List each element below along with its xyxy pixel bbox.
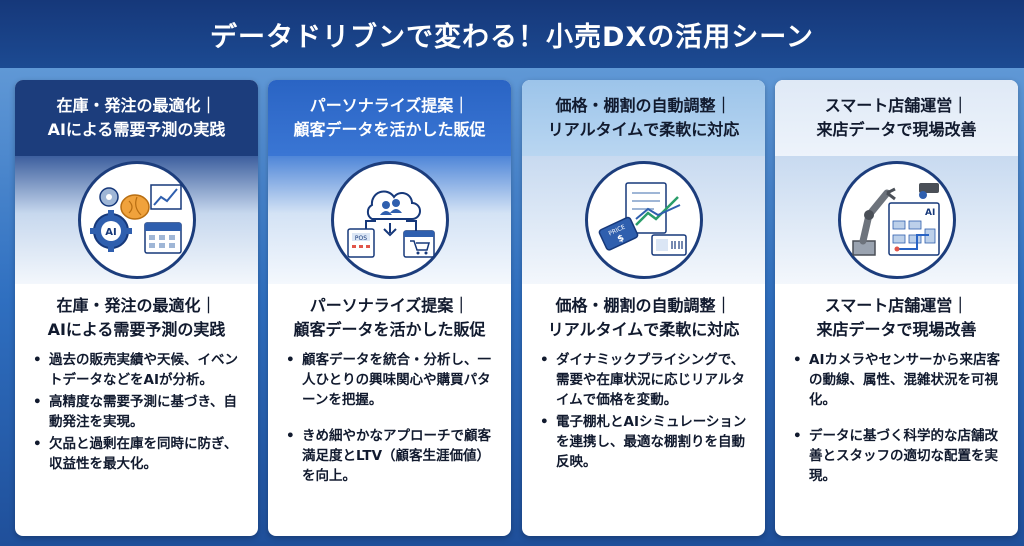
card-header: パーソナライズ提案｜ 顧客データを活かした販促	[268, 80, 511, 156]
card-header-line1: 価格・棚割の自動調整｜	[555, 96, 732, 115]
page-title: データドリブンで変わる！小売DXの活用シーン	[210, 21, 814, 53]
bullet-item: 過去の販売実績や天候、イベントデータなどをAIが分析。	[33, 350, 244, 390]
bullet-list: 顧客データを統合・分析し、一人ひとりの興味関心や購買パターンを把握。 きめ細やか…	[268, 342, 511, 486]
ai-camera-store-map-icon: AI	[837, 161, 956, 279]
bullet-item: データに基づく科学的な店舗改善とスタッフの適切な配置を実現。	[793, 426, 1004, 486]
card-header-line2: 来店データで現場改善	[816, 120, 977, 139]
card-inventory: 在庫・発注の最適化｜ AIによる需要予測の実践 AI	[15, 80, 258, 536]
card-header-line1: スマート店舗運営｜	[824, 96, 969, 115]
card-subtitle-line2: 顧客データを活かした販促	[293, 320, 486, 339]
card-subtitle-line1: パーソナライズ提案｜	[309, 296, 470, 315]
card-header: スマート店舗運営｜ 来店データで現場改善	[775, 80, 1018, 156]
svg-text:$: $	[616, 233, 626, 245]
card-header-line1: 在庫・発注の最適化｜	[56, 96, 217, 115]
card-subtitle-line2: AIによる需要予測の実践	[47, 320, 226, 339]
page-header: データドリブンで変わる！小売DXの活用シーン	[0, 0, 1024, 68]
card-header-line2: AIによる需要予測の実践	[47, 120, 226, 139]
card-subtitle: スマート店舗運営｜ 来店データで現場改善	[775, 294, 1018, 342]
card-smart-store: スマート店舗運営｜ 来店データで現場改善 AI	[775, 80, 1018, 536]
bullet-item: 欠品と過剰在庫を同時に防ぎ、収益性を最大化。	[33, 434, 244, 474]
card-subtitle: 価格・棚割の自動調整｜ リアルタイムで柔軟に対応	[522, 294, 765, 342]
svg-text:AI: AI	[105, 227, 116, 238]
bullet-list: ダイナミックプライシングで、需要や在庫状況に応じリアルタイムで価格を変動。 電子…	[522, 342, 765, 472]
card-header-line1: パーソナライズ提案｜	[309, 96, 470, 115]
bullet-item: AIカメラやセンサーから来店客の動線、属性、混雑状況を可視化。	[793, 350, 1004, 410]
card-subtitle-line2: 来店データで現場改善	[816, 320, 977, 339]
card-pricing: 価格・棚割の自動調整｜ リアルタイムで柔軟に対応 PRICE $	[522, 80, 765, 536]
card-subtitle: パーソナライズ提案｜ 顧客データを活かした販促	[268, 294, 511, 342]
card-header: 価格・棚割の自動調整｜ リアルタイムで柔軟に対応	[522, 80, 765, 156]
card-header-line2: 顧客データを活かした販促	[293, 120, 486, 139]
card-illustration: POS	[268, 156, 511, 284]
bullet-item: 顧客データを統合・分析し、一人ひとりの興味関心や購買パターンを把握。	[286, 350, 497, 410]
bullet-item: 高精度な需要予測に基づき、自動発注を実現。	[33, 392, 244, 432]
card-illustration: AI	[15, 156, 258, 284]
card-subtitle-line1: 在庫・発注の最適化｜	[56, 296, 217, 315]
bullet-item: 電子棚札とAIシミュレーションを連携し、最適な棚割りを自動反映。	[540, 412, 751, 472]
bullet-item: ダイナミックプライシングで、需要や在庫状況に応じリアルタイムで価格を変動。	[540, 350, 751, 410]
bullet-list: 過去の販売実績や天候、イベントデータなどをAIが分析。 高精度な需要予測に基づき…	[15, 342, 258, 474]
bullet-item: きめ細やかなアプローチで顧客満足度とLTV（顧客生涯価値）を向上。	[286, 426, 497, 486]
card-subtitle-line1: 価格・棚割の自動調整｜	[555, 296, 732, 315]
pos-label: POS	[354, 235, 366, 242]
card-illustration: PRICE $	[522, 156, 765, 284]
card-illustration: AI	[775, 156, 1018, 284]
sparkle-icon	[972, 488, 1008, 524]
bullet-list: AIカメラやセンサーから来店客の動線、属性、混雑状況を可視化。 データに基づく科…	[775, 342, 1018, 486]
ai-brain-gear-chart-calendar-icon: AI	[77, 161, 196, 279]
card-personalize: パーソナライズ提案｜ 顧客データを活かした販促 POS	[268, 80, 511, 536]
card-subtitle-line1: スマート店舗運営｜	[824, 296, 969, 315]
ai-label: AI	[925, 208, 935, 218]
card-subtitle: 在庫・発注の最適化｜ AIによる需要予測の実践	[15, 294, 258, 342]
card-header: 在庫・発注の最適化｜ AIによる需要予測の実践	[15, 80, 258, 156]
card-subtitle-line2: リアルタイムで柔軟に対応	[547, 320, 740, 339]
cloud-users-pos-cart-icon: POS	[330, 161, 449, 279]
price-tag-chart-shelf-label-icon: PRICE $	[584, 161, 703, 279]
card-header-line2: リアルタイムで柔軟に対応	[547, 120, 740, 139]
